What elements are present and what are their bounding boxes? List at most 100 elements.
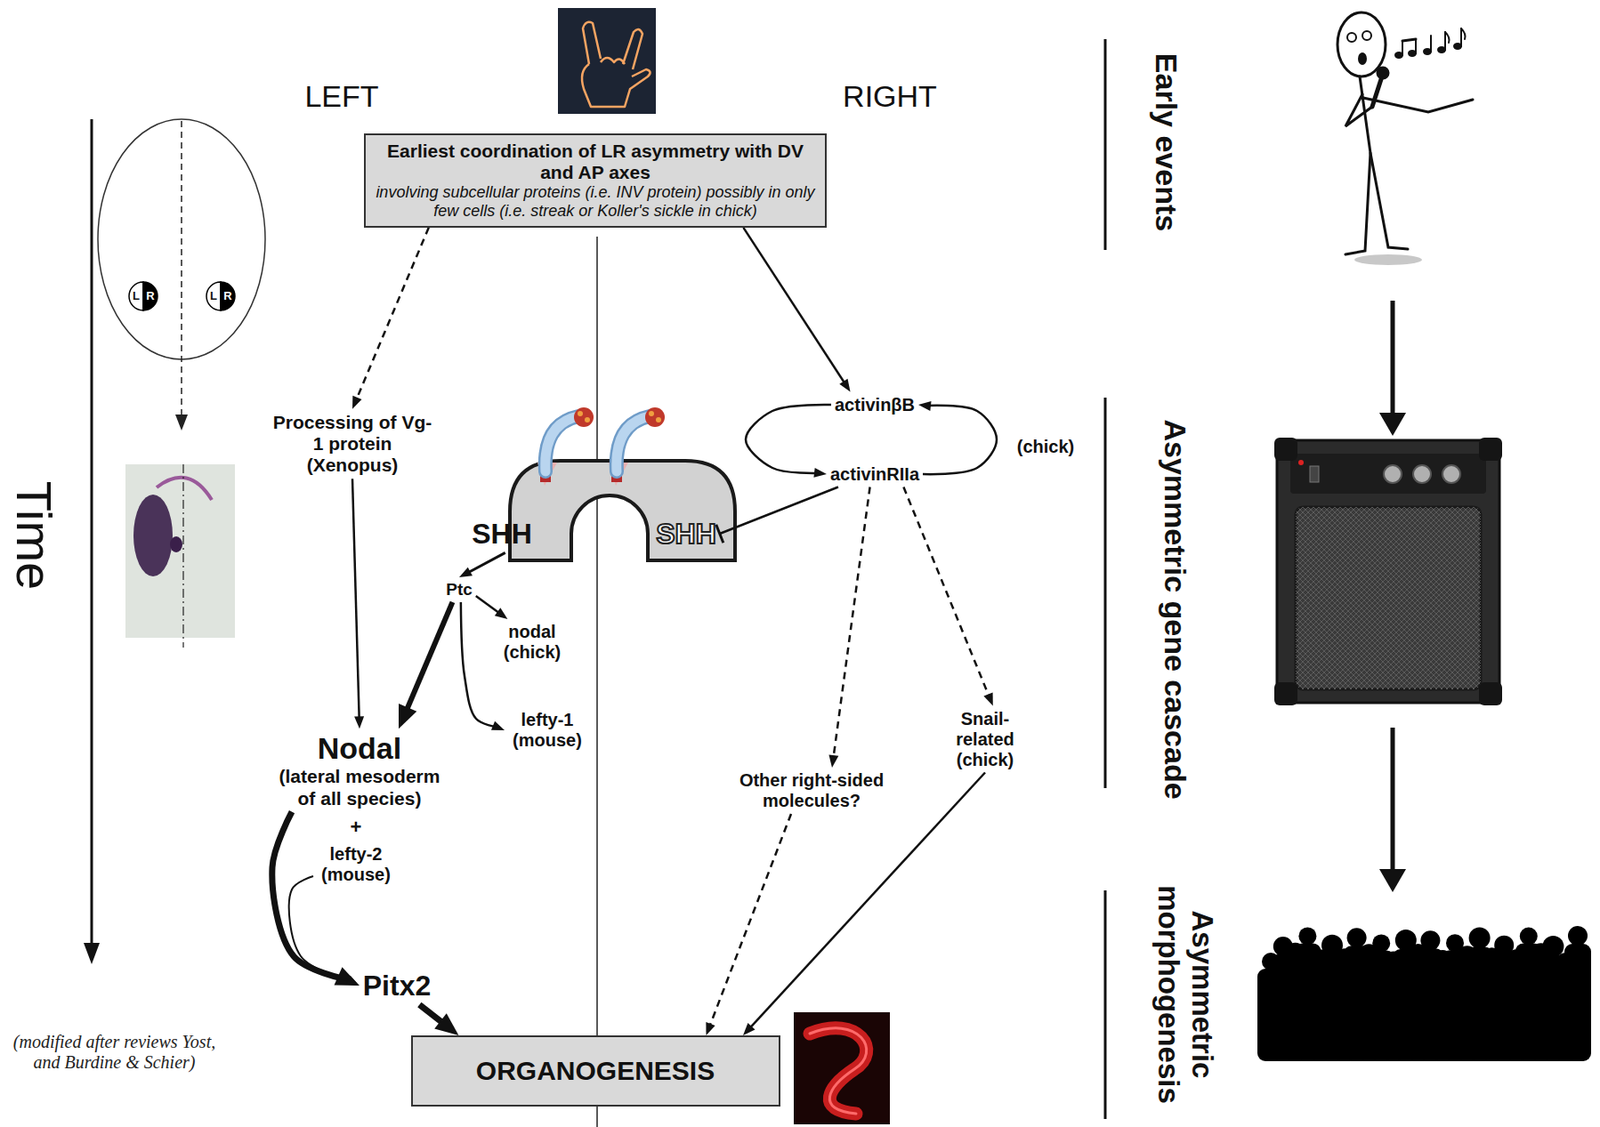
person-head — [1347, 928, 1367, 948]
singer-eye — [1347, 32, 1357, 42]
person-head — [1420, 930, 1440, 951]
connector — [289, 876, 360, 986]
arrow-head — [828, 754, 839, 768]
node-text: Ptc — [445, 580, 473, 600]
amp-light — [1298, 460, 1304, 466]
note — [1438, 47, 1446, 53]
connector-line — [903, 487, 990, 699]
arrow-head — [459, 567, 473, 578]
connector-line — [467, 552, 506, 574]
expression-arc — [156, 477, 212, 501]
amp-grill — [1295, 507, 1481, 690]
amp-corner — [1274, 437, 1298, 461]
hand-icon — [557, 8, 656, 114]
side-mark: L — [210, 290, 218, 304]
arrow-head — [346, 976, 360, 986]
connector-line — [719, 487, 839, 534]
gene-label: SHH — [468, 515, 536, 554]
amp-corner — [1478, 682, 1503, 706]
species-note: (chick) — [1017, 436, 1075, 458]
cilium-shaft — [545, 416, 579, 472]
microphone — [1377, 67, 1389, 79]
cilium-tip — [584, 417, 590, 423]
note — [1414, 39, 1417, 54]
note — [1461, 28, 1466, 40]
side-label: RIGHT — [842, 79, 938, 114]
midline — [596, 236, 598, 1127]
side-label: LEFT — [304, 79, 379, 114]
process-box: ORGANOGENESIS — [411, 1035, 781, 1108]
lr-cell-right — [220, 282, 235, 311]
amp-corner — [1478, 437, 1503, 461]
cilium-tip — [648, 411, 655, 417]
person-body — [1564, 944, 1592, 1062]
connector-line — [460, 602, 497, 728]
amp-body — [1276, 440, 1500, 704]
node-text: ORGANOGENESIS — [476, 1056, 715, 1088]
side-mark: L — [132, 290, 140, 304]
singer-arm — [1363, 97, 1473, 113]
gene-label: Pitx2 — [359, 967, 435, 1006]
connector-line — [355, 227, 429, 402]
person-head — [1567, 926, 1588, 946]
arrow-head — [983, 692, 993, 706]
hand-knuckles — [600, 57, 625, 65]
heart-tube — [809, 1028, 867, 1115]
node-text: Pitx2 — [363, 969, 431, 1003]
cilium-tip — [577, 411, 583, 417]
note — [1395, 52, 1403, 58]
connector — [743, 773, 986, 1037]
connector — [272, 812, 360, 986]
note — [1444, 32, 1447, 50]
embryo-photo — [125, 464, 235, 639]
heart-image — [793, 1012, 890, 1125]
arrow-head — [491, 721, 505, 731]
node-text: Nodal — [274, 731, 445, 767]
amp-corner — [1274, 682, 1298, 706]
amplifier — [1274, 437, 1503, 706]
note — [1402, 39, 1416, 41]
expression-domain — [133, 494, 173, 577]
connector — [918, 401, 997, 475]
connector-line — [922, 405, 997, 475]
arrow-head — [705, 1022, 715, 1036]
node-text: Earliest coordination of LR asymmetry wi… — [374, 140, 817, 184]
connector-line — [352, 478, 360, 720]
source-caption: (modified after reviews Yost, and Burdin… — [12, 1032, 217, 1074]
cilium-tip — [573, 407, 594, 428]
cilium-shaft — [545, 416, 579, 472]
note — [1460, 28, 1463, 47]
arrow-head — [352, 395, 362, 410]
axis-label: Time — [5, 481, 63, 590]
gene-label: Nodal(lateral mesoderm of all species) — [270, 728, 449, 812]
singer-eye — [1362, 31, 1372, 41]
node-text: SHH — [471, 517, 533, 551]
stage-bar — [1104, 39, 1108, 251]
node-text: SHH — [655, 517, 717, 551]
lr-cell-right — [143, 282, 158, 311]
hand-finger — [622, 29, 643, 70]
note — [1401, 40, 1404, 56]
connector — [903, 487, 993, 707]
arrow-head — [918, 401, 932, 412]
shadow — [1354, 254, 1423, 266]
person-silhouette — [1564, 926, 1592, 1062]
cilium-tip — [655, 417, 662, 423]
node-text: activinβB — [834, 395, 915, 416]
person-head — [1298, 927, 1317, 946]
connector-line — [832, 487, 870, 760]
gene-label: activinβB — [831, 392, 919, 419]
connector — [716, 487, 839, 544]
arrow-head — [1379, 412, 1407, 437]
node-text: Other right-sided molecules? — [712, 770, 911, 812]
gene-label: Snail-related (chick) — [945, 706, 1025, 774]
crowd-silhouette — [1257, 926, 1592, 1062]
amp-knob — [1413, 465, 1431, 484]
arrow-head — [398, 703, 417, 729]
gene-label: Other right-sided molecules? — [709, 767, 914, 815]
stage-bar — [1104, 890, 1108, 1120]
connector-line — [476, 596, 502, 615]
gene-label: nodal (chick) — [491, 619, 574, 666]
singer-arm — [1345, 94, 1373, 127]
node-text: lefty-1 (mouse) — [508, 710, 587, 752]
